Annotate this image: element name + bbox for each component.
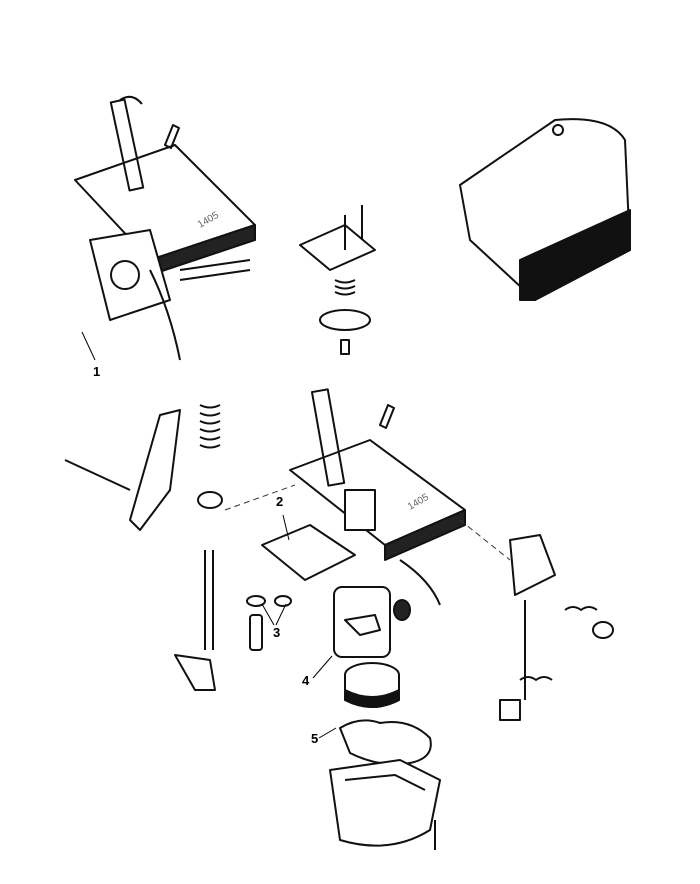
float-bowl (329, 759, 441, 850)
callout-2: 2 (276, 494, 284, 509)
carburetor-cover (459, 118, 631, 301)
callout-3: 3 (273, 625, 281, 640)
carburetor-body-main: 1405 (289, 388, 466, 606)
diaphragm-cover-assembly (299, 205, 376, 355)
left-lever-assembly (64, 404, 223, 691)
right-lever-assembly (499, 534, 614, 721)
callout-1: 1 (93, 364, 101, 379)
washer-3b (274, 595, 292, 607)
gasket-5 (339, 719, 432, 766)
callout-4: 4 (302, 673, 310, 688)
washer-3a (246, 595, 266, 607)
callout-box-4 (333, 586, 391, 658)
callout-5: 5 (311, 731, 319, 746)
gasket-2 (261, 524, 356, 581)
carburetor-body-top: 1405 (74, 95, 256, 361)
